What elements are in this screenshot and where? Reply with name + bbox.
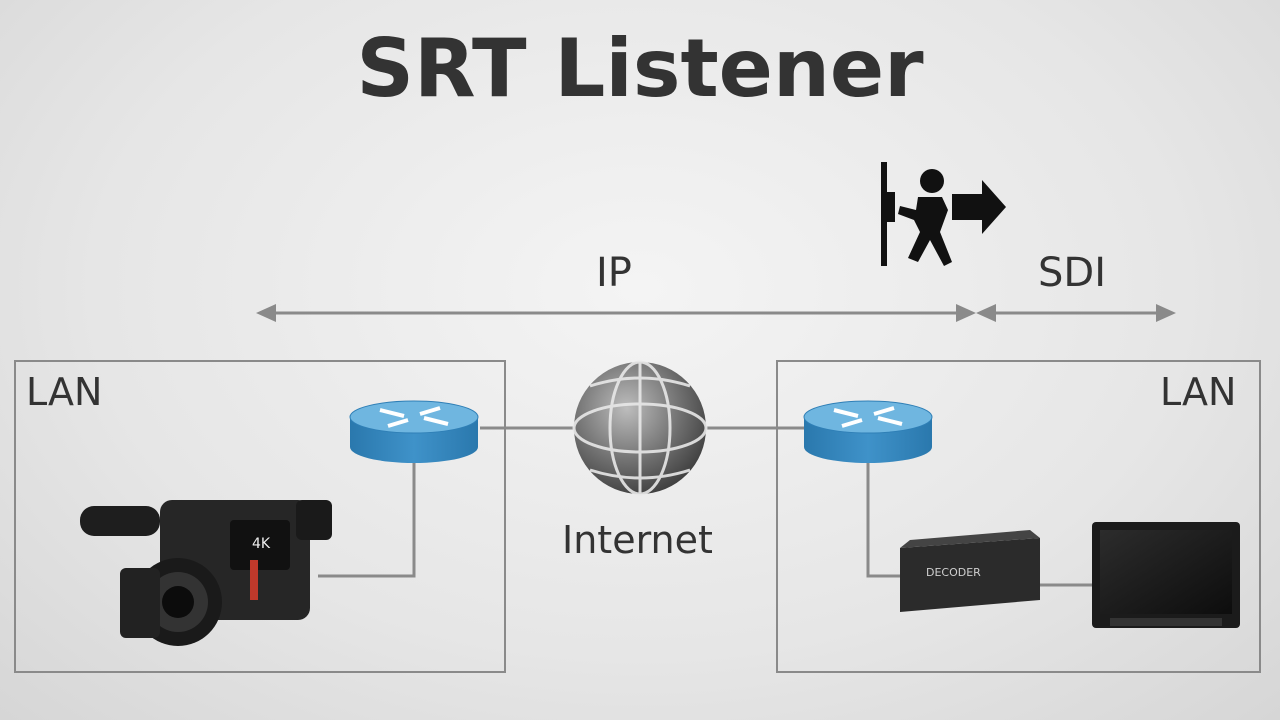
decoder-box-icon: DECODER [900,530,1040,612]
camera-badge: 4K [252,536,271,552]
connection-lines [318,426,1092,587]
exit-person-icon [881,162,1006,266]
monitor-icon [1092,522,1240,628]
router-right-icon [803,400,933,463]
lan-left-label: LAN [26,370,103,414]
decoder-label: DECODER [926,566,981,579]
lan-left-box [14,360,506,673]
ip-span-arrow [256,304,976,322]
lan-right-box [776,360,1261,673]
ip-label: IP [596,250,632,296]
camcorder-icon: 4K [80,500,332,646]
sdi-label: SDI [1038,250,1106,296]
page-title: SRT Listener [356,22,924,115]
internet-label: Internet [562,518,713,562]
internet-globe-icon [572,360,708,496]
lan-right-label: LAN [1160,370,1237,414]
sdi-span-arrow [976,304,1176,322]
router-left-icon [349,400,479,463]
